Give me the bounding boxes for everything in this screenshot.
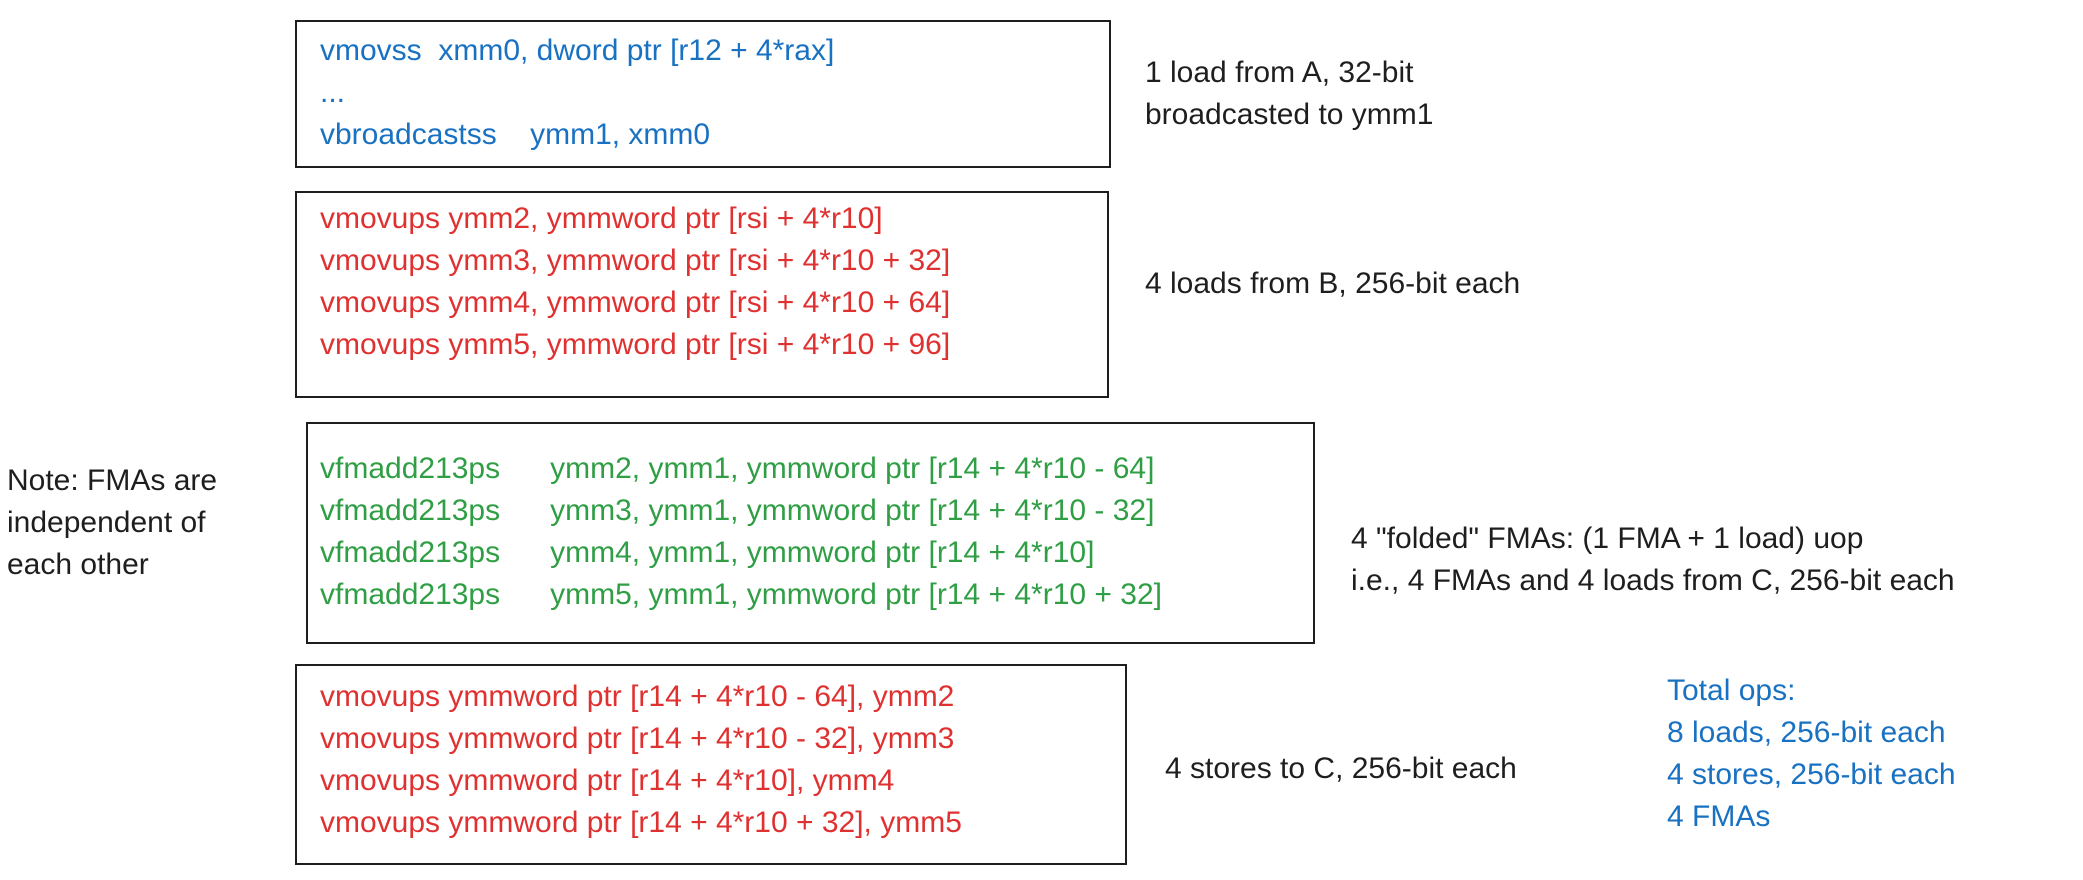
note-line: Note: FMAs are xyxy=(7,464,218,497)
code-line: vmovups ymmword ptr [r14 + 4*r10 + 32], … xyxy=(320,806,962,839)
annotation-line: broadcasted to ymm1 xyxy=(1145,98,1434,131)
code-line: ... xyxy=(320,76,346,109)
broadcast-code-box xyxy=(295,20,1111,168)
code-line: vmovups ymm5, ymmword ptr [rsi + 4*r10 +… xyxy=(320,328,951,361)
load-b-code-box xyxy=(295,191,1109,398)
broadcast-code: vmovss xmm0, dword ptr [r12 + 4*rax]... v… xyxy=(320,30,834,156)
fma-code-box xyxy=(306,422,1315,644)
totals-line: 4 FMAs xyxy=(1667,800,1771,833)
store-c-code-box xyxy=(295,664,1127,865)
code-line: vfmadd213ps ymm2, ymm1, ymmword ptr [r14… xyxy=(320,452,1155,485)
annotation-line: 4 loads from B, 256-bit each xyxy=(1145,267,1521,300)
totals-heading: Total ops: xyxy=(1667,674,1796,707)
totals-line: 4 stores, 256-bit each xyxy=(1667,758,1956,791)
code-line: vmovss xmm0, dword ptr [r12 + 4*rax] xyxy=(320,34,835,67)
broadcast-annotation: 1 load from A, 32-bit broadcasted to ymm1 xyxy=(1145,52,1433,136)
fma-annotation: 4 "folded" FMAs: (1 FMA + 1 load) uop i.e… xyxy=(1351,518,1955,602)
annotation-line: 1 load from A, 32-bit xyxy=(1145,56,1414,89)
annotation-line: 4 stores to C, 256-bit each xyxy=(1165,752,1517,785)
code-line: vmovups ymmword ptr [r14 + 4*r10 - 64], … xyxy=(320,680,955,713)
store-c-code: vmovups ymmword ptr [r14 + 4*r10 - 64], … xyxy=(320,676,962,844)
code-line: vmovups ymmword ptr [r14 + 4*r10 - 32], … xyxy=(320,722,955,755)
code-line: vbroadcastss ymm1, xmm0 xyxy=(320,118,711,151)
fma-note: Note: FMAs are independent of each other xyxy=(7,460,217,586)
load-b-annotation: 4 loads from B, 256-bit each xyxy=(1145,263,1520,305)
fma-code: vfmadd213ps ymm2, ymm1, ymmword ptr [r14… xyxy=(320,448,1162,616)
code-line: vmovups ymm2, ymmword ptr [rsi + 4*r10] xyxy=(320,202,883,235)
note-line: each other xyxy=(7,548,149,581)
code-line: vmovups ymm4, ymmword ptr [rsi + 4*r10 +… xyxy=(320,286,951,319)
total-ops: Total ops: 8 loads, 256-bit each 4 stores,… xyxy=(1667,670,1956,838)
code-line: vfmadd213ps ymm5, ymm1, ymmword ptr [r14… xyxy=(320,578,1162,611)
code-line: vmovups ymm3, ymmword ptr [rsi + 4*r10 +… xyxy=(320,244,951,277)
note-line: independent of xyxy=(7,506,206,539)
load-b-code: vmovups ymm2, ymmword ptr [rsi + 4*r10] v… xyxy=(320,198,950,366)
totals-line: 8 loads, 256-bit each xyxy=(1667,716,1946,749)
code-line: vfmadd213ps ymm3, ymm1, ymmword ptr [r14… xyxy=(320,494,1155,527)
code-line: vmovups ymmword ptr [r14 + 4*r10], ymm4 xyxy=(320,764,895,797)
annotation-line: i.e., 4 FMAs and 4 loads from C, 256-bit… xyxy=(1351,564,1955,597)
store-c-annotation: 4 stores to C, 256-bit each xyxy=(1165,748,1517,790)
annotation-line: 4 "folded" FMAs: (1 FMA + 1 load) uop xyxy=(1351,522,1864,555)
code-line: vfmadd213ps ymm4, ymm1, ymmword ptr [r14… xyxy=(320,536,1095,569)
